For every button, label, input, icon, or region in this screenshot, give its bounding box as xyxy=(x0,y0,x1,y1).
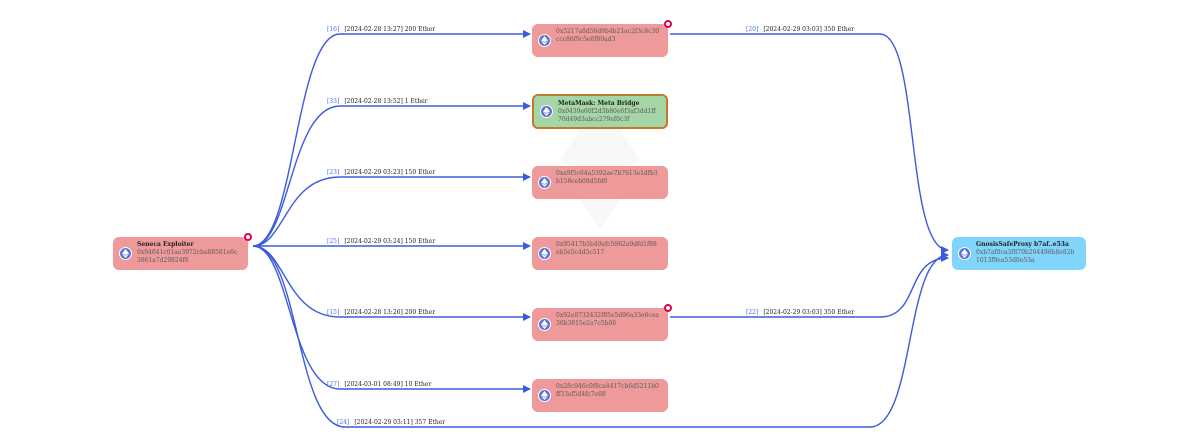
edge-text: [2024-02-28 13:52] 1 Ether xyxy=(344,98,428,105)
edge-27[interactable] xyxy=(252,245,531,393)
edge-label: [20] [2024-02-29 03:03] 350 Ether xyxy=(746,26,854,34)
ethereum-icon xyxy=(958,247,971,260)
edge-text: [2024-02-29 03:24] 150 Ether xyxy=(344,238,436,245)
edge-label: [25] [2024-02-29 03:24] 150 Ether xyxy=(327,238,435,246)
edge-text: [2024-02-29 03:11] 357 Ether xyxy=(354,419,446,426)
edge-label: [27] [2024-03-01 08:49] 10 Ether xyxy=(327,381,431,389)
ethereum-icon xyxy=(538,34,551,47)
ethereum-icon xyxy=(119,247,132,260)
edge-15[interactable] xyxy=(252,245,531,321)
edge-23[interactable] xyxy=(252,173,531,247)
node-address: 0x5217a8d56d9b4b21ac2f3c8c30ccc86f9c5e8f… xyxy=(556,28,660,43)
edge-label: [22] [2024-02-29 03:03] 350 Ether xyxy=(746,309,854,317)
node-gnosis-safe-proxy[interactable]: GnosisSafeProxy b7af..e53a 0xb7af0ca3f87… xyxy=(952,237,1086,270)
node-address-28c9[interactable]: 0x28c946c0f8ca4417cb6d5211b0ff33ef5d4fc7… xyxy=(532,379,668,412)
node-address: 0x28c946c0f8ca4417cb6d5211b0ff33ef5d4fc7… xyxy=(556,383,659,398)
edge-index: [33] xyxy=(327,98,340,105)
edge-index: [27] xyxy=(327,381,340,388)
edge-33[interactable] xyxy=(252,102,531,247)
node-address-5217[interactable]: 0x5217a8d56d9b4b21ac2f3c8c30ccc86f9c5e8f… xyxy=(532,20,672,57)
edge-20[interactable] xyxy=(670,33,949,254)
edge-label: [23] [2024-02-29 03:23] 150 Ether xyxy=(327,169,435,177)
edge-label: [16] [2024-02-28 13:27] 200 Ether xyxy=(327,26,435,34)
edge-index: [20] xyxy=(746,26,759,33)
node-metamask-bridge[interactable]: MetaMask: Meta Bridge 0x0439e60f2d3b80e6… xyxy=(532,94,668,129)
node-address-9541[interactable]: 0x95417b5b49efc5962a9dfd1f88eb5e5c4d5c51… xyxy=(532,237,668,270)
edge-index: [15] xyxy=(327,309,340,316)
edge-24[interactable] xyxy=(252,245,949,428)
node-title: MetaMask: Meta Bridge xyxy=(558,100,640,107)
edge-label: [24] [2024-02-29 03:11] 357 Ether xyxy=(337,419,445,427)
ethereum-icon xyxy=(540,105,553,118)
edge-index: [22] xyxy=(746,309,759,316)
edge-index: [25] xyxy=(327,238,340,245)
edge-text: [2024-03-01 08:49] 10 Ether xyxy=(344,381,432,388)
node-address: 0xa9f5c64a5392ae7b7613e1dfb3b158ceb08d5f… xyxy=(556,170,658,185)
node-title: Seneca Exploiter xyxy=(137,241,194,248)
alert-flag-icon xyxy=(664,20,672,28)
node-seneca-exploiter[interactable]: Seneca Exploiter 0x94641c01ae3972cba8858… xyxy=(113,233,252,270)
edge-text: [2024-02-29 03:03] 350 Ether xyxy=(763,26,855,33)
edge-label: [33] [2024-02-28 13:52] 1 Ether xyxy=(327,98,428,106)
node-address-92e8[interactable]: 0x92e8732432f85e5d96a33e6cea36b3815e2e7c… xyxy=(532,304,672,341)
edge-index: [23] xyxy=(327,169,340,176)
node-address: 0x92e8732432f85e5d96a33e6cea36b3815e2e7c… xyxy=(556,312,659,327)
edge-text: [2024-02-28 13:26] 200 Ether xyxy=(344,309,436,316)
ethereum-icon xyxy=(538,247,551,260)
edge-16[interactable] xyxy=(252,30,531,247)
ethereum-icon xyxy=(538,176,551,189)
node-address-a9f5[interactable]: 0xa9f5c64a5392ae7b7613e1dfb3b158ceb08d5f… xyxy=(532,166,668,199)
node-title: GnosisSafeProxy b7af..e53a xyxy=(976,241,1069,248)
alert-flag-icon xyxy=(244,233,252,241)
edge-index: [16] xyxy=(327,26,340,33)
ethereum-icon xyxy=(538,318,551,331)
alert-flag-icon xyxy=(664,304,672,312)
edge-label: [15] [2024-02-28 13:26] 200 Ether xyxy=(327,309,435,317)
edge-22[interactable] xyxy=(670,254,949,318)
node-address: 0xb7af0ca3f870b294496b8e82b1013f9ea53d0e… xyxy=(976,249,1075,264)
edge-text: [2024-02-29 03:03] 350 Ether xyxy=(763,309,855,316)
edge-index: [24] xyxy=(337,419,350,426)
node-address: 0x0439e60f2d3b80e6f3af3dd1ff70d49d3abcc2… xyxy=(558,108,656,123)
node-address: 0x94641c01ae3972cba88581e6c3961a7d29824f… xyxy=(137,249,238,264)
node-address: 0x95417b5b49efc5962a9dfd1f88eb5e5c4d5c51… xyxy=(556,241,657,256)
edge-text: [2024-02-29 03:23] 150 Ether xyxy=(344,169,436,176)
edge-text: [2024-02-28 13:27] 200 Ether xyxy=(344,26,436,33)
ethereum-icon xyxy=(538,389,551,402)
